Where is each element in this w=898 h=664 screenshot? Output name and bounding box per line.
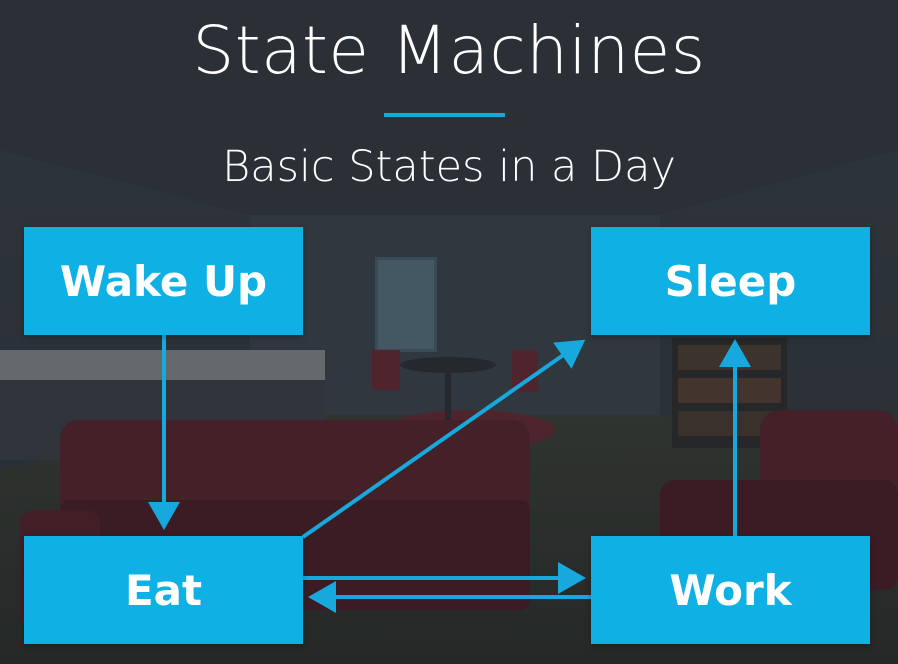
state-wake-up: Wake Up	[24, 227, 303, 335]
state-work: Work	[591, 536, 870, 644]
state-sleep: Sleep	[591, 227, 870, 335]
arrow-eat-to-sleep	[301, 339, 586, 539]
slide-subtitle: Basic States in a Day	[222, 142, 676, 192]
title-divider	[384, 113, 505, 117]
state-eat: Eat	[24, 536, 303, 644]
slide-title: State Machines	[192, 12, 706, 89]
